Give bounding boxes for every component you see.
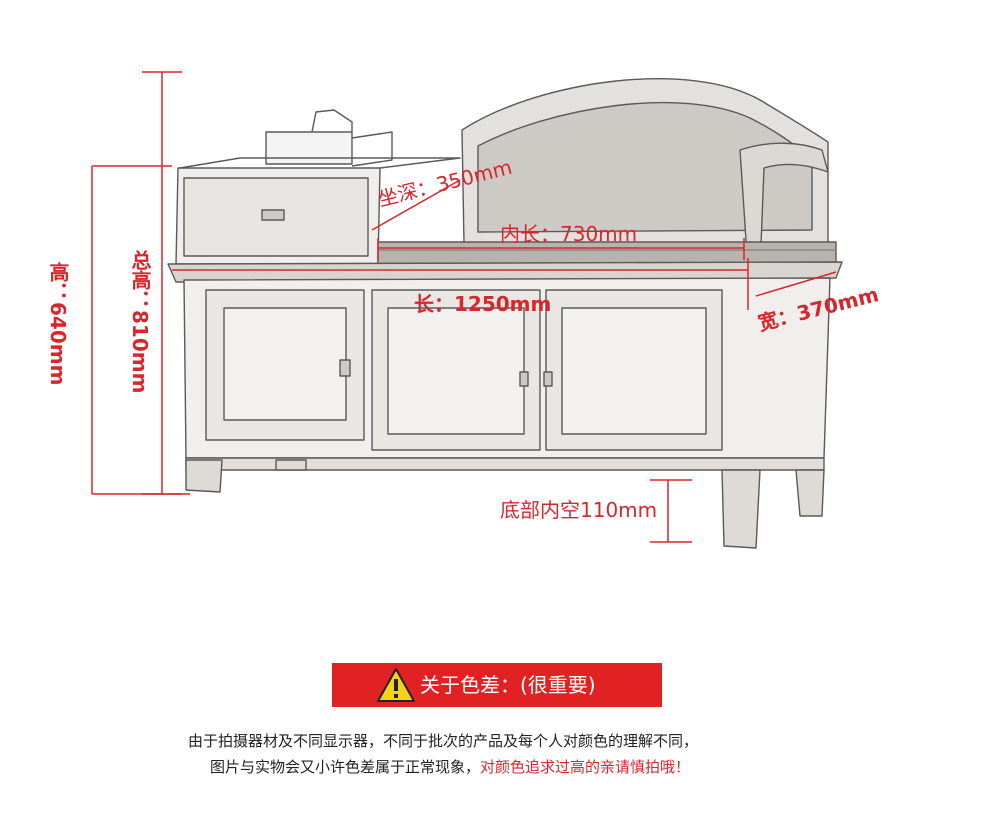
- bottom-clearance-label: 底部内空110mm: [500, 498, 658, 522]
- warning-triangle-icon: [377, 668, 415, 702]
- body-height-label: 高：640mm: [46, 262, 70, 386]
- top-board-sketch: [167, 261, 843, 283]
- notice-line-1: 由于拍摄器材及不同显示器，不同于批次的产品及每个人对颜色的理解不同，: [188, 732, 699, 750]
- notice-title: 关于色差：(很重要): [420, 673, 596, 697]
- notice-line-2: 图片与实物会又小许色差属于正常现象，对颜色追求过高的亲请慎拍哦！: [210, 760, 690, 775]
- cabinet-body-sketch: [183, 277, 831, 471]
- notice-line-2-warning: 对颜色追求过高的亲请慎拍哦！: [480, 758, 691, 776]
- color-notice-banner: 关于色差：(很重要): [332, 663, 662, 707]
- backrest-sketch: [461, 78, 829, 271]
- notice-line-2-normal: 图片与实物会又小许色差属于正常现象，: [210, 758, 481, 776]
- total-height-label: 总高：810mm: [128, 250, 152, 394]
- inner-length-label: 内长：730mm: [500, 222, 638, 246]
- length-label: 长：1250mm: [414, 292, 552, 316]
- legs-sketch: [185, 459, 825, 549]
- drawer-case-sketch: [175, 157, 461, 265]
